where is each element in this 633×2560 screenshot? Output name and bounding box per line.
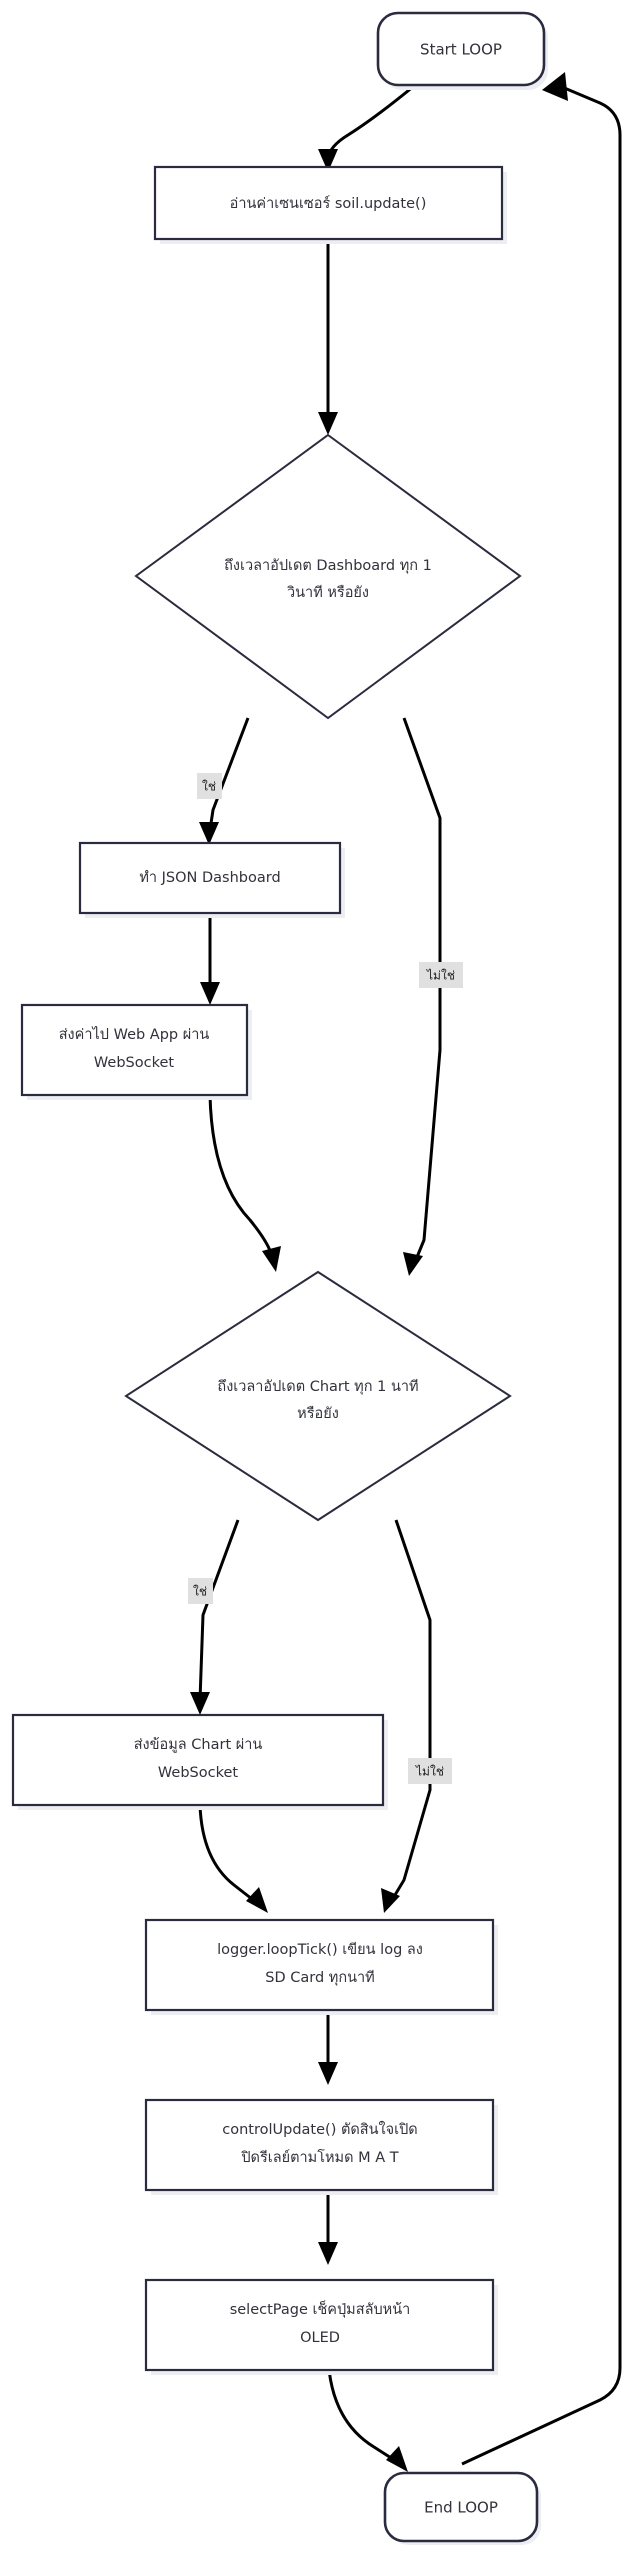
node-control-update-label-line1: controlUpdate() ตัดสินใจเปิด [222, 2120, 417, 2138]
edge-logger-tick-to-control-update-arrow [318, 2062, 338, 2085]
node-select-page[interactable]: selectPage เช็คปุ่มสลับหน้า OLED [144, 2278, 498, 2375]
edge-end-to-start-arrow [542, 72, 568, 101]
node-start-loop-label: Start LOOP [420, 41, 502, 59]
node-logger-tick[interactable]: logger.loopTick() เขียน log ลง SD Card ท… [144, 1918, 498, 2015]
node-make-json-label: ทำ JSON Dashboard [139, 870, 280, 886]
node-send-chart[interactable]: ส่งข้อมูล Chart ผ่าน WebSocket [11, 1713, 388, 1810]
edge-label-dashboard-no-bg [419, 962, 463, 988]
node-start-loop[interactable]: Start LOOP [376, 11, 548, 90]
edge-label-dashboard-no-text: ไม่ใช่ [426, 969, 455, 983]
edge-start-to-read-sensor-line [326, 84, 415, 159]
edge-read-sensor-to-decision-dashboard [318, 240, 338, 435]
edge-decision-chart-no [381, 1519, 432, 1913]
node-decision-dashboard-shape [134, 433, 522, 720]
edge-send-webapp-to-decision-chart-line [208, 1094, 274, 1257]
edge-read-sensor-to-decision-dashboard-arrow [318, 412, 338, 435]
edge-start-to-read-sensor [318, 84, 415, 172]
node-send-webapp-label-line2: WebSocket [94, 1055, 174, 1071]
edge-label-chart-yes: ใช่ [188, 1578, 213, 1604]
edge-end-to-start [461, 72, 622, 2466]
edge-label-chart-no-text: ไม่ใช่ [415, 1765, 444, 1779]
node-end-loop[interactable]: End LOOP [383, 2471, 541, 2545]
edge-decision-chart-yes-line [198, 1519, 240, 1701]
node-send-webapp-shape [20, 1003, 249, 1097]
node-decision-dashboard-label-line1: ถึงเวลาอัปเดต Dashboard ทุก 1 [224, 558, 432, 574]
edge-decision-dashboard-no-arrow [403, 1252, 423, 1276]
edge-start-to-read-sensor-arrow [318, 149, 338, 172]
edge-send-chart-to-logger-tick [198, 1804, 268, 1913]
node-select-page-label-line2: OLED [300, 2330, 340, 2346]
node-control-update[interactable]: controlUpdate() ตัดสินใจเปิด ปิดรีเลย์ตา… [144, 2098, 498, 2195]
edge-decision-chart-no-line [390, 1519, 432, 1901]
edge-label-chart-no: ไม่ใช่ [408, 1758, 452, 1784]
edge-send-webapp-to-decision-chart [208, 1094, 281, 1272]
node-control-update-shape [144, 2098, 495, 2192]
node-logger-tick-label-line1: logger.loopTick() เขียน log ลง [217, 1941, 423, 1958]
node-read-sensor-shape [153, 165, 504, 241]
edge-label-dashboard-yes-text: ใช่ [202, 780, 216, 794]
edge-decision-dashboard-no [402, 717, 442, 1276]
node-end-loop-label: End LOOP [424, 2499, 498, 2517]
edge-make-json-to-send-webapp-arrow [200, 982, 220, 1005]
edge-make-json-to-send-webapp [200, 918, 220, 1005]
node-decision-dashboard-label-line2: วินาที หรือยัง [287, 584, 369, 601]
node-make-json[interactable]: ทำ JSON Dashboard [78, 841, 345, 918]
edge-label-dashboard-no: ไม่ใช่ [419, 962, 463, 988]
node-control-update-label-line2: ปิดรีเลย์ตามโหมด M A T [241, 2148, 399, 2166]
node-decision-dashboard[interactable]: ถึงเวลาอัปเดต Dashboard ทุก 1 วินาที หรื… [134, 433, 522, 720]
edge-label-dashboard-yes: ใช่ [197, 773, 222, 799]
node-send-chart-shape [11, 1713, 385, 1807]
edge-label-dashboard-yes-bg [197, 773, 222, 799]
edge-send-chart-to-logger-tick-line [198, 1804, 257, 1904]
edge-decision-chart-yes [190, 1519, 240, 1715]
node-logger-tick-shape [144, 1918, 495, 2012]
edge-select-page-to-end [326, 2354, 408, 2472]
node-send-webapp[interactable]: ส่งค่าไป Web App ผ่าน WebSocket [20, 1003, 252, 1100]
node-decision-chart-shape [124, 1270, 512, 1522]
node-decision-chart[interactable]: ถึงเวลาอัปเดต Chart ทุก 1 นาที หรือยัง [124, 1270, 512, 1522]
node-send-webapp-label-line1: ส่งค่าไป Web App ผ่าน [59, 1025, 210, 1043]
edge-decision-chart-no-arrow [381, 1888, 400, 1913]
edge-decision-dashboard-yes [199, 717, 250, 845]
edge-label-chart-no-bg [408, 1758, 452, 1784]
node-read-sensor-label: อ่านค่าเซนเซอร์ soil.update() [230, 195, 427, 212]
node-make-json-shape [78, 841, 342, 915]
node-decision-chart-label-line2: หรือยัง [297, 1405, 339, 1422]
edge-decision-dashboard-no-line [402, 717, 442, 1263]
edge-decision-chart-yes-arrow [190, 1692, 210, 1715]
node-end-loop-shape [383, 2471, 539, 2543]
edge-control-update-to-select-page-arrow [318, 2242, 338, 2265]
node-send-chart-label-line2: WebSocket [158, 1765, 238, 1781]
node-select-page-shape [144, 2278, 495, 2372]
node-send-chart-label-line1: ส่งข้อมูล Chart ผ่าน [134, 1736, 263, 1753]
edge-send-webapp-to-decision-chart-arrow [262, 1246, 281, 1272]
node-logger-tick-label-line2: SD Card ทุกนาที [265, 1969, 374, 1986]
edge-decision-dashboard-yes-arrow [199, 822, 219, 845]
edge-label-chart-yes-text: ใช่ [193, 1585, 207, 1599]
node-decision-chart-label-line1: ถึงเวลาอัปเดต Chart ทุก 1 นาที [217, 1378, 418, 1395]
edge-end-to-start-line [461, 85, 622, 2466]
edge-send-chart-to-logger-tick-arrow [246, 1887, 268, 1913]
edge-label-chart-yes-bg [188, 1578, 213, 1604]
node-select-page-label-line1: selectPage เช็คปุ่มสลับหน้า [230, 2299, 411, 2318]
node-read-sensor[interactable]: อ่านค่าเซนเซอร์ soil.update() [153, 165, 507, 244]
node-start-loop-shape [376, 11, 546, 87]
edge-select-page-to-end-arrow [386, 2446, 408, 2472]
